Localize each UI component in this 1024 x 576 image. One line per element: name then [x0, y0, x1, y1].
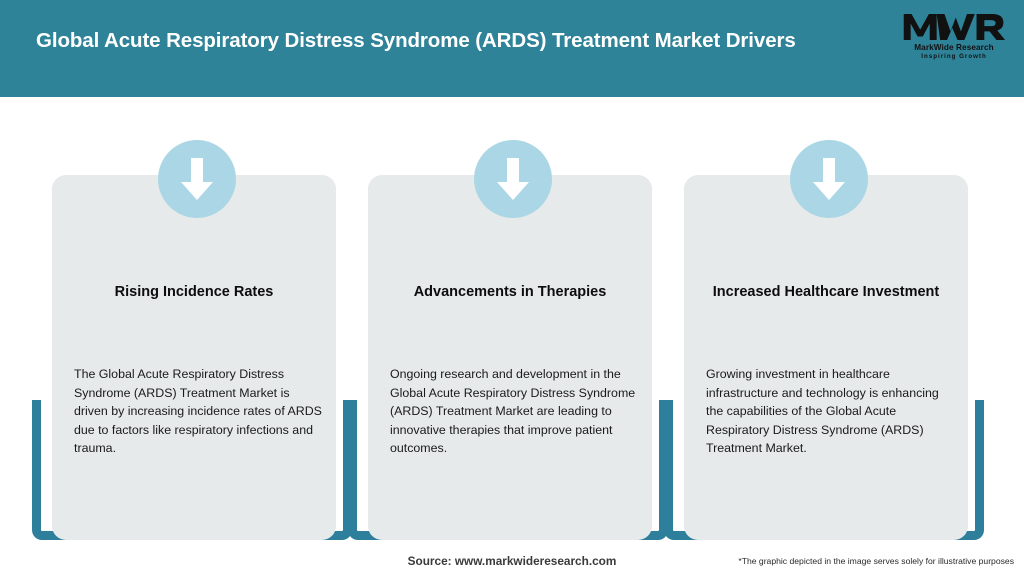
card-icon-badge: [158, 140, 236, 218]
card-title: Increased Healthcare Investment: [712, 284, 940, 300]
driver-card-2: Advancements in Therapies Ongoing resear…: [348, 140, 668, 540]
mwr-monogram-icon: [903, 14, 1006, 40]
card-body-text: Ongoing research and development in the …: [390, 367, 636, 456]
page-title: Global Acute Respiratory Distress Syndro…: [36, 29, 796, 52]
card-panel: Increased Healthcare Investment Growing …: [684, 175, 968, 540]
down-arrow-icon: [497, 158, 529, 200]
footer-source: Source: www.markwideresearch.com: [407, 554, 617, 568]
card-body-text: The Global Acute Respiratory Distress Sy…: [74, 367, 322, 456]
card-icon-badge: [474, 140, 552, 218]
logo-tagline: Inspiring Growth: [921, 53, 987, 60]
brand-logo: MarkWide Research Inspiring Growth: [902, 12, 1006, 68]
card-panel: Rising Incidence Rates The Global Acute …: [52, 175, 336, 540]
card-body-text: Growing investment in healthcare infrast…: [706, 367, 939, 456]
logo-company-name: MarkWide Research: [914, 43, 994, 52]
down-arrow-icon: [813, 158, 845, 200]
header-banner: Global Acute Respiratory Distress Syndro…: [0, 0, 1024, 97]
driver-card-1: Rising Incidence Rates The Global Acute …: [32, 140, 352, 540]
down-arrow-icon: [181, 158, 213, 200]
card-title: Advancements in Therapies: [413, 284, 607, 300]
card-title: Rising Incidence Rates: [114, 284, 274, 300]
card-icon-badge: [790, 140, 868, 218]
driver-card-3: Increased Healthcare Investment Growing …: [664, 140, 984, 540]
card-panel: Advancements in Therapies Ongoing resear…: [368, 175, 652, 540]
footer-disclaimer: *The graphic depicted in the image serve…: [738, 556, 1014, 566]
